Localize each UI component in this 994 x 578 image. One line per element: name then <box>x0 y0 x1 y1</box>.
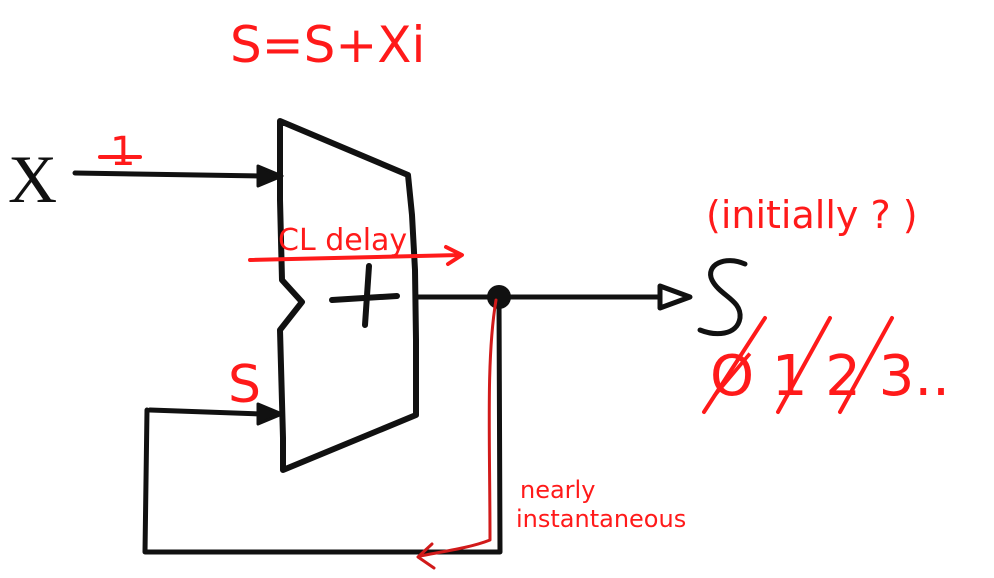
x-input-arrowhead <box>256 164 284 188</box>
output-arrowhead <box>657 283 693 311</box>
instantaneous-label: instantaneous <box>516 505 686 533</box>
initially-label: (initially ? ) <box>706 193 918 237</box>
s-feedback-arrowhead <box>256 402 284 426</box>
adder-plus-horizontal <box>329 293 400 303</box>
input-x-label: X <box>8 141 57 217</box>
feedback-delay-highlight <box>416 298 498 570</box>
strike-one <box>776 316 832 414</box>
output-sequence-label: Ø 1 2 3.. <box>710 344 950 409</box>
x-input-wire <box>72 170 263 179</box>
title-equation: S=S+Xi <box>230 16 425 74</box>
s-feedback-input-wire <box>147 407 265 417</box>
strike-two <box>838 316 894 414</box>
junction-dot <box>487 285 511 309</box>
feedback-s-label: S <box>228 355 261 415</box>
nearly-label: nearly <box>520 476 595 504</box>
input-x-value: 1 <box>110 129 135 175</box>
strike-zero <box>702 316 767 414</box>
feedback-loop-wire <box>142 294 503 555</box>
adder-body <box>277 118 419 473</box>
cl-delay-label: CL delay <box>278 223 407 258</box>
output-s-glyph <box>697 258 748 337</box>
cl-delay-arrow <box>248 245 464 266</box>
